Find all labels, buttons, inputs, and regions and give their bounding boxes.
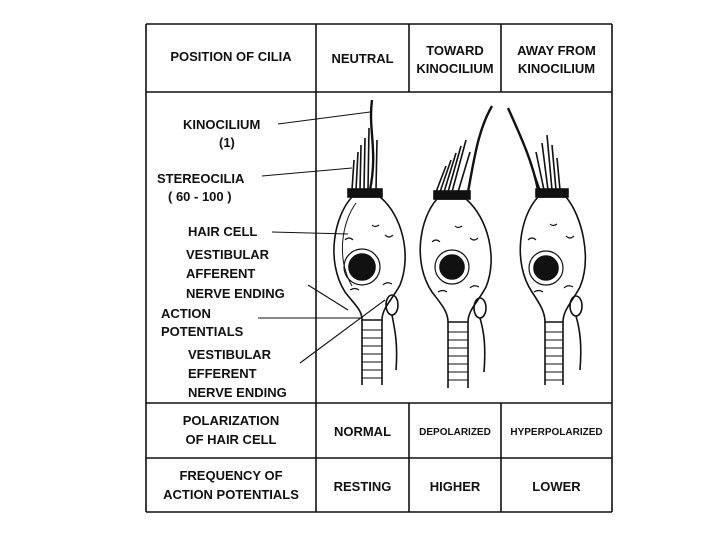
leader-lines xyxy=(258,112,385,363)
header-away-line2: KINOCILIUM xyxy=(501,60,612,77)
frequency-label-line1: FREQUENCY OF xyxy=(146,467,316,484)
kinocilium-away xyxy=(508,108,538,190)
polarization-toward: DEPOLARIZED xyxy=(409,424,501,441)
frequency-away: LOWER xyxy=(501,478,612,495)
polarization-neutral: NORMAL xyxy=(316,423,409,440)
label-stereocilia-count: ( 60 - 100 ) xyxy=(168,188,232,205)
header-away-line1: AWAY FROM xyxy=(501,42,612,59)
label-hair-cell: HAIR CELL xyxy=(188,223,257,240)
stereocilia-toward xyxy=(436,140,470,192)
polarization-away: HYPERPOLARIZED xyxy=(501,424,612,441)
polarization-label-line2: OF HAIR CELL xyxy=(146,431,316,448)
hair-cell-toward xyxy=(420,106,492,388)
hair-cell-away xyxy=(508,108,585,385)
label-kinocilium-count: (1) xyxy=(219,134,235,151)
polarization-label-line1: POLARIZATION xyxy=(146,412,316,429)
kinocilium-toward xyxy=(468,106,492,192)
label-stereocilia: STEREOCILIA xyxy=(157,170,244,187)
label-action-line1: ACTION xyxy=(161,305,211,322)
frequency-neutral: RESTING xyxy=(316,478,409,495)
frequency-label-line2: ACTION POTENTIALS xyxy=(146,486,316,503)
header-toward-line1: TOWARD xyxy=(409,42,501,59)
frequency-toward: HIGHER xyxy=(409,478,501,495)
label-efferent-line3: NERVE ENDING xyxy=(188,384,287,401)
hair-cell-neutral xyxy=(334,100,405,385)
kinocilium-neutral xyxy=(370,100,373,190)
stereocilia-away xyxy=(530,135,560,190)
label-efferent-line2: EFFERENT xyxy=(188,365,257,382)
label-afferent-line3: NERVE ENDING xyxy=(186,285,285,302)
label-afferent-line1: VESTIBULAR xyxy=(186,246,269,263)
header-neutral: NEUTRAL xyxy=(316,50,409,67)
header-position-of-cilia: POSITION OF CILIA xyxy=(146,48,316,65)
header-toward-line2: KINOCILIUM xyxy=(409,60,501,77)
label-kinocilium: KINOCILIUM xyxy=(183,116,260,133)
label-efferent-line1: VESTIBULAR xyxy=(188,346,271,363)
label-afferent-line2: AFFERENT xyxy=(186,265,255,282)
label-action-line2: POTENTIALS xyxy=(161,323,243,340)
